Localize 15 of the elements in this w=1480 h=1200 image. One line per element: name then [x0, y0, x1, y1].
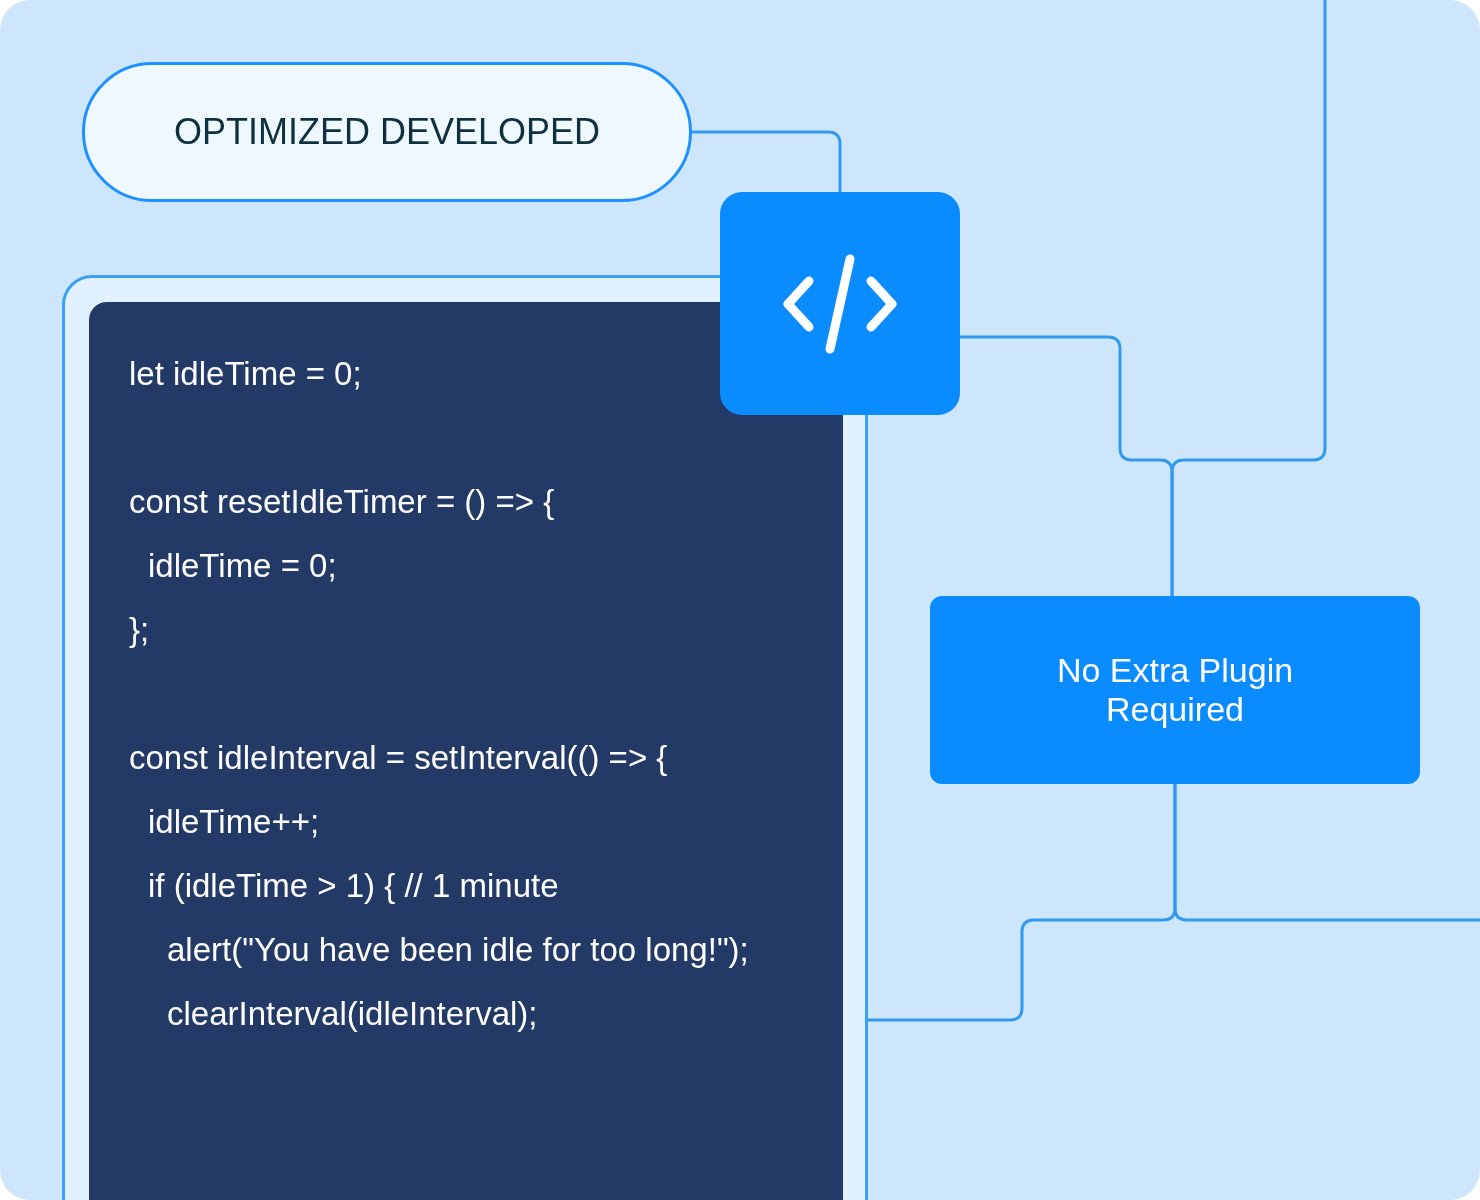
- code-line: };: [129, 610, 151, 650]
- code-line: let idleTime = 0;: [129, 354, 363, 394]
- feature-box: No Extra Plugin Required: [930, 596, 1420, 784]
- code-line: idleTime = 0;: [148, 546, 338, 586]
- code-line: const idleInterval = setInterval(() => {: [129, 738, 669, 778]
- connector-line: [1170, 0, 1327, 596]
- connector-line: [1173, 784, 1480, 922]
- title-pill: OPTIMIZED DEVELOPED: [82, 62, 692, 202]
- code-line: const resetIdleTimer = () => {: [129, 482, 556, 522]
- icon-tile: [720, 192, 960, 415]
- code-line: if (idleTime > 1) { // 1 minute: [148, 866, 560, 906]
- code-line: clearInterval(idleInterval);: [167, 994, 539, 1034]
- code-line: alert("You have been idle for too long!");: [167, 930, 750, 970]
- code-line: idleTime++;: [148, 802, 321, 842]
- connector-line: [692, 130, 842, 192]
